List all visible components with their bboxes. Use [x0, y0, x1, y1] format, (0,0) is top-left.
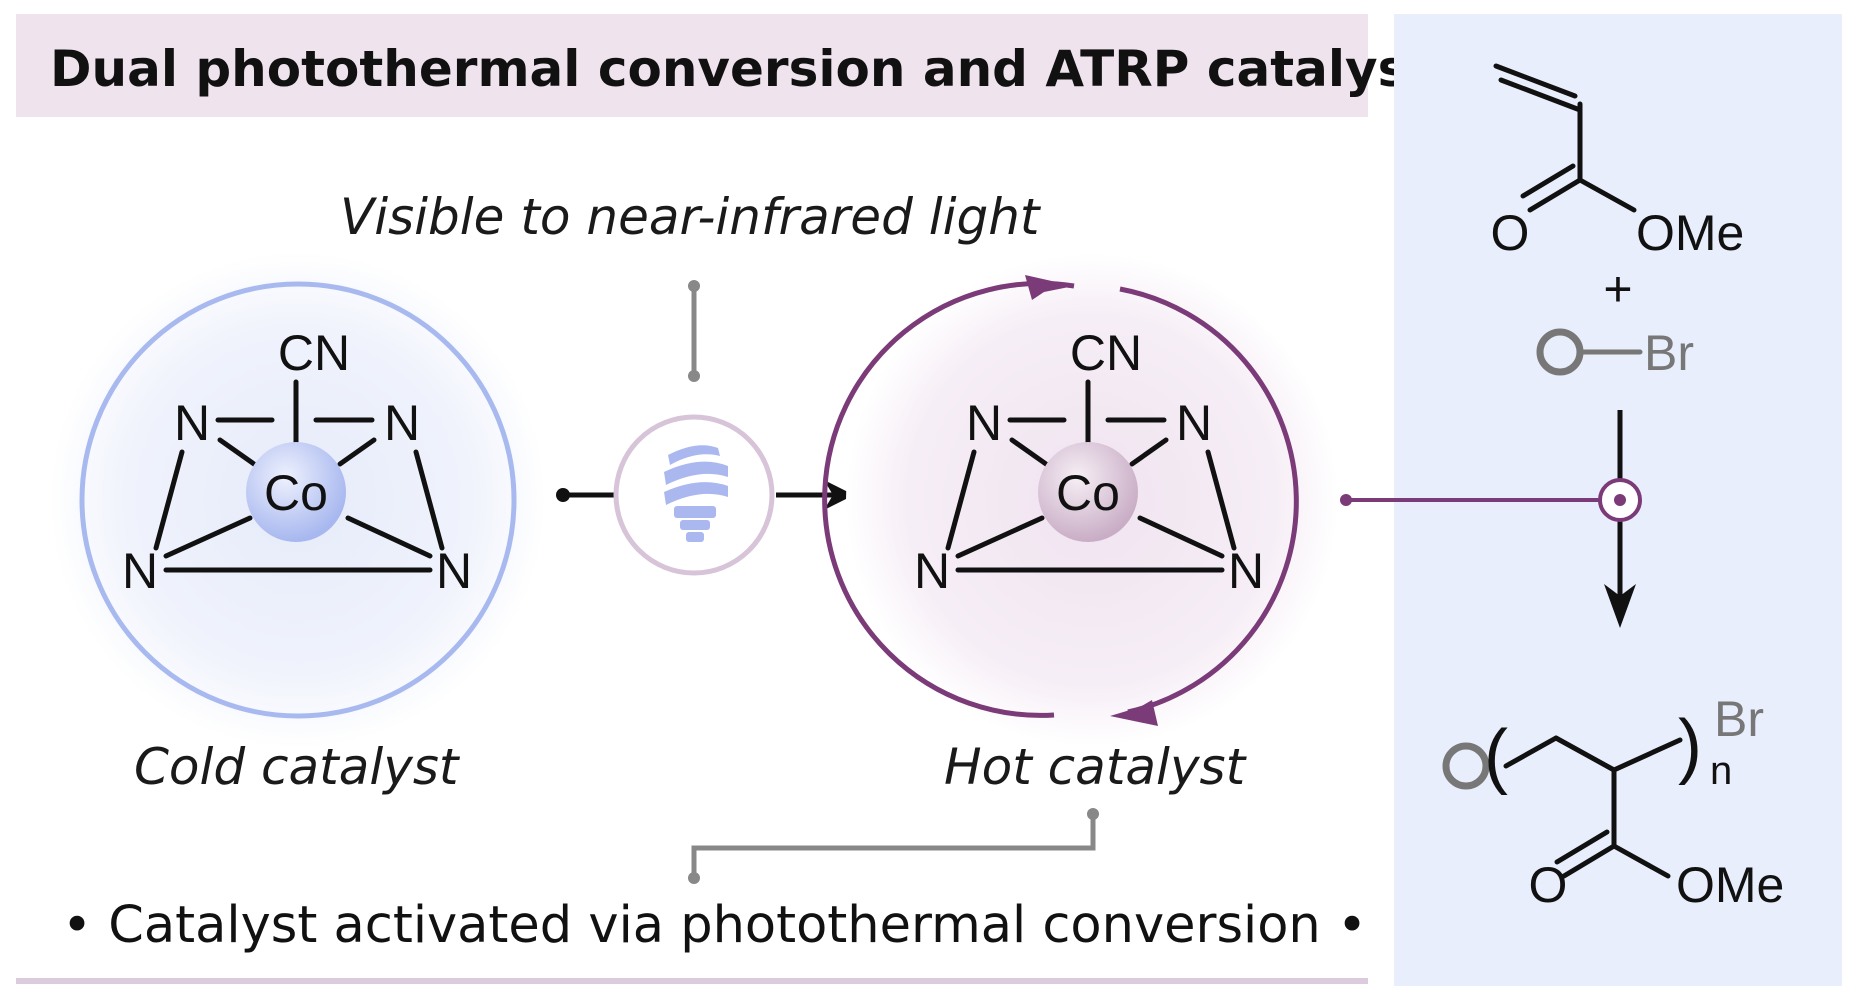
cold-donor-n-3: N	[122, 543, 158, 599]
hot-metal-center	[1038, 442, 1138, 542]
cold-metal-center	[246, 442, 346, 542]
photothermal-connector	[688, 808, 1099, 884]
light-connector	[688, 280, 700, 382]
cold-catalyst-ring	[79, 281, 517, 719]
light-label: Visible to near-infrared light	[340, 188, 1042, 246]
product-end-br: Br	[1714, 691, 1764, 747]
cold-donor-n-1: N	[174, 395, 210, 451]
light-bulb-icon	[664, 445, 728, 542]
hot-donor-n-2: N	[1176, 395, 1212, 451]
plus-sign: +	[1603, 261, 1632, 317]
hot-donor-n-1: N	[966, 395, 1002, 451]
hot-cycle-arrowhead-top	[1025, 275, 1074, 300]
hot-cycle-arrowhead-bottom	[1110, 700, 1158, 726]
monomer-ester-ome: OMe	[1636, 205, 1744, 261]
product-structure: ( ) n Br O OMe	[1442, 691, 1784, 913]
page-title: Dual photothermal conversion and ATRP ca…	[50, 40, 1454, 98]
activation-bullet: • Catalyst activated via photothermal co…	[62, 896, 1367, 955]
light-bulb	[613, 414, 775, 576]
hot-catalyst-label: Hot catalyst	[944, 738, 1248, 796]
cold-catalyst-label: Cold catalyst	[134, 738, 461, 796]
product-carbonyl-o: O	[1529, 857, 1568, 913]
hot-cycle-arc-top	[822, 280, 1075, 718]
cold-metal-label: Co	[264, 465, 328, 521]
reaction-arrow	[1598, 410, 1642, 628]
monomer-structure: O OMe	[1491, 63, 1744, 261]
title-band	[16, 14, 1368, 117]
catalyst-to-reaction-connector	[1340, 494, 1600, 506]
hot-catalyst: Co CN N N N N	[822, 254, 1338, 746]
hot-axial-ligand: CN	[1070, 325, 1142, 381]
product-subscript-n: n	[1710, 749, 1732, 793]
hot-donor-n-3: N	[914, 543, 950, 599]
cold-bonds	[153, 379, 445, 573]
footer-line	[16, 978, 1368, 984]
cold-axial-ligand: CN	[278, 325, 350, 381]
initiator-structure: Br	[1536, 325, 1694, 381]
product-left-bracket: (	[1484, 716, 1508, 796]
hot-donor-n-4: N	[1228, 543, 1264, 599]
product-ester-ome: OMe	[1676, 857, 1784, 913]
hot-metal-label: Co	[1056, 465, 1120, 521]
hot-bonds	[945, 379, 1237, 573]
monomer-carbonyl-o: O	[1491, 205, 1530, 261]
cold-donor-n-4: N	[436, 543, 472, 599]
product-right-bracket: )	[1678, 706, 1702, 786]
initiator-br: Br	[1644, 325, 1694, 381]
hot-cycle-arc-bottom	[1119, 286, 1299, 715]
cold-catalyst: Co CN N N N N	[50, 252, 546, 748]
activation-arrow	[556, 480, 854, 510]
product-end-circle	[1442, 742, 1490, 790]
cold-donor-n-2: N	[384, 395, 420, 451]
